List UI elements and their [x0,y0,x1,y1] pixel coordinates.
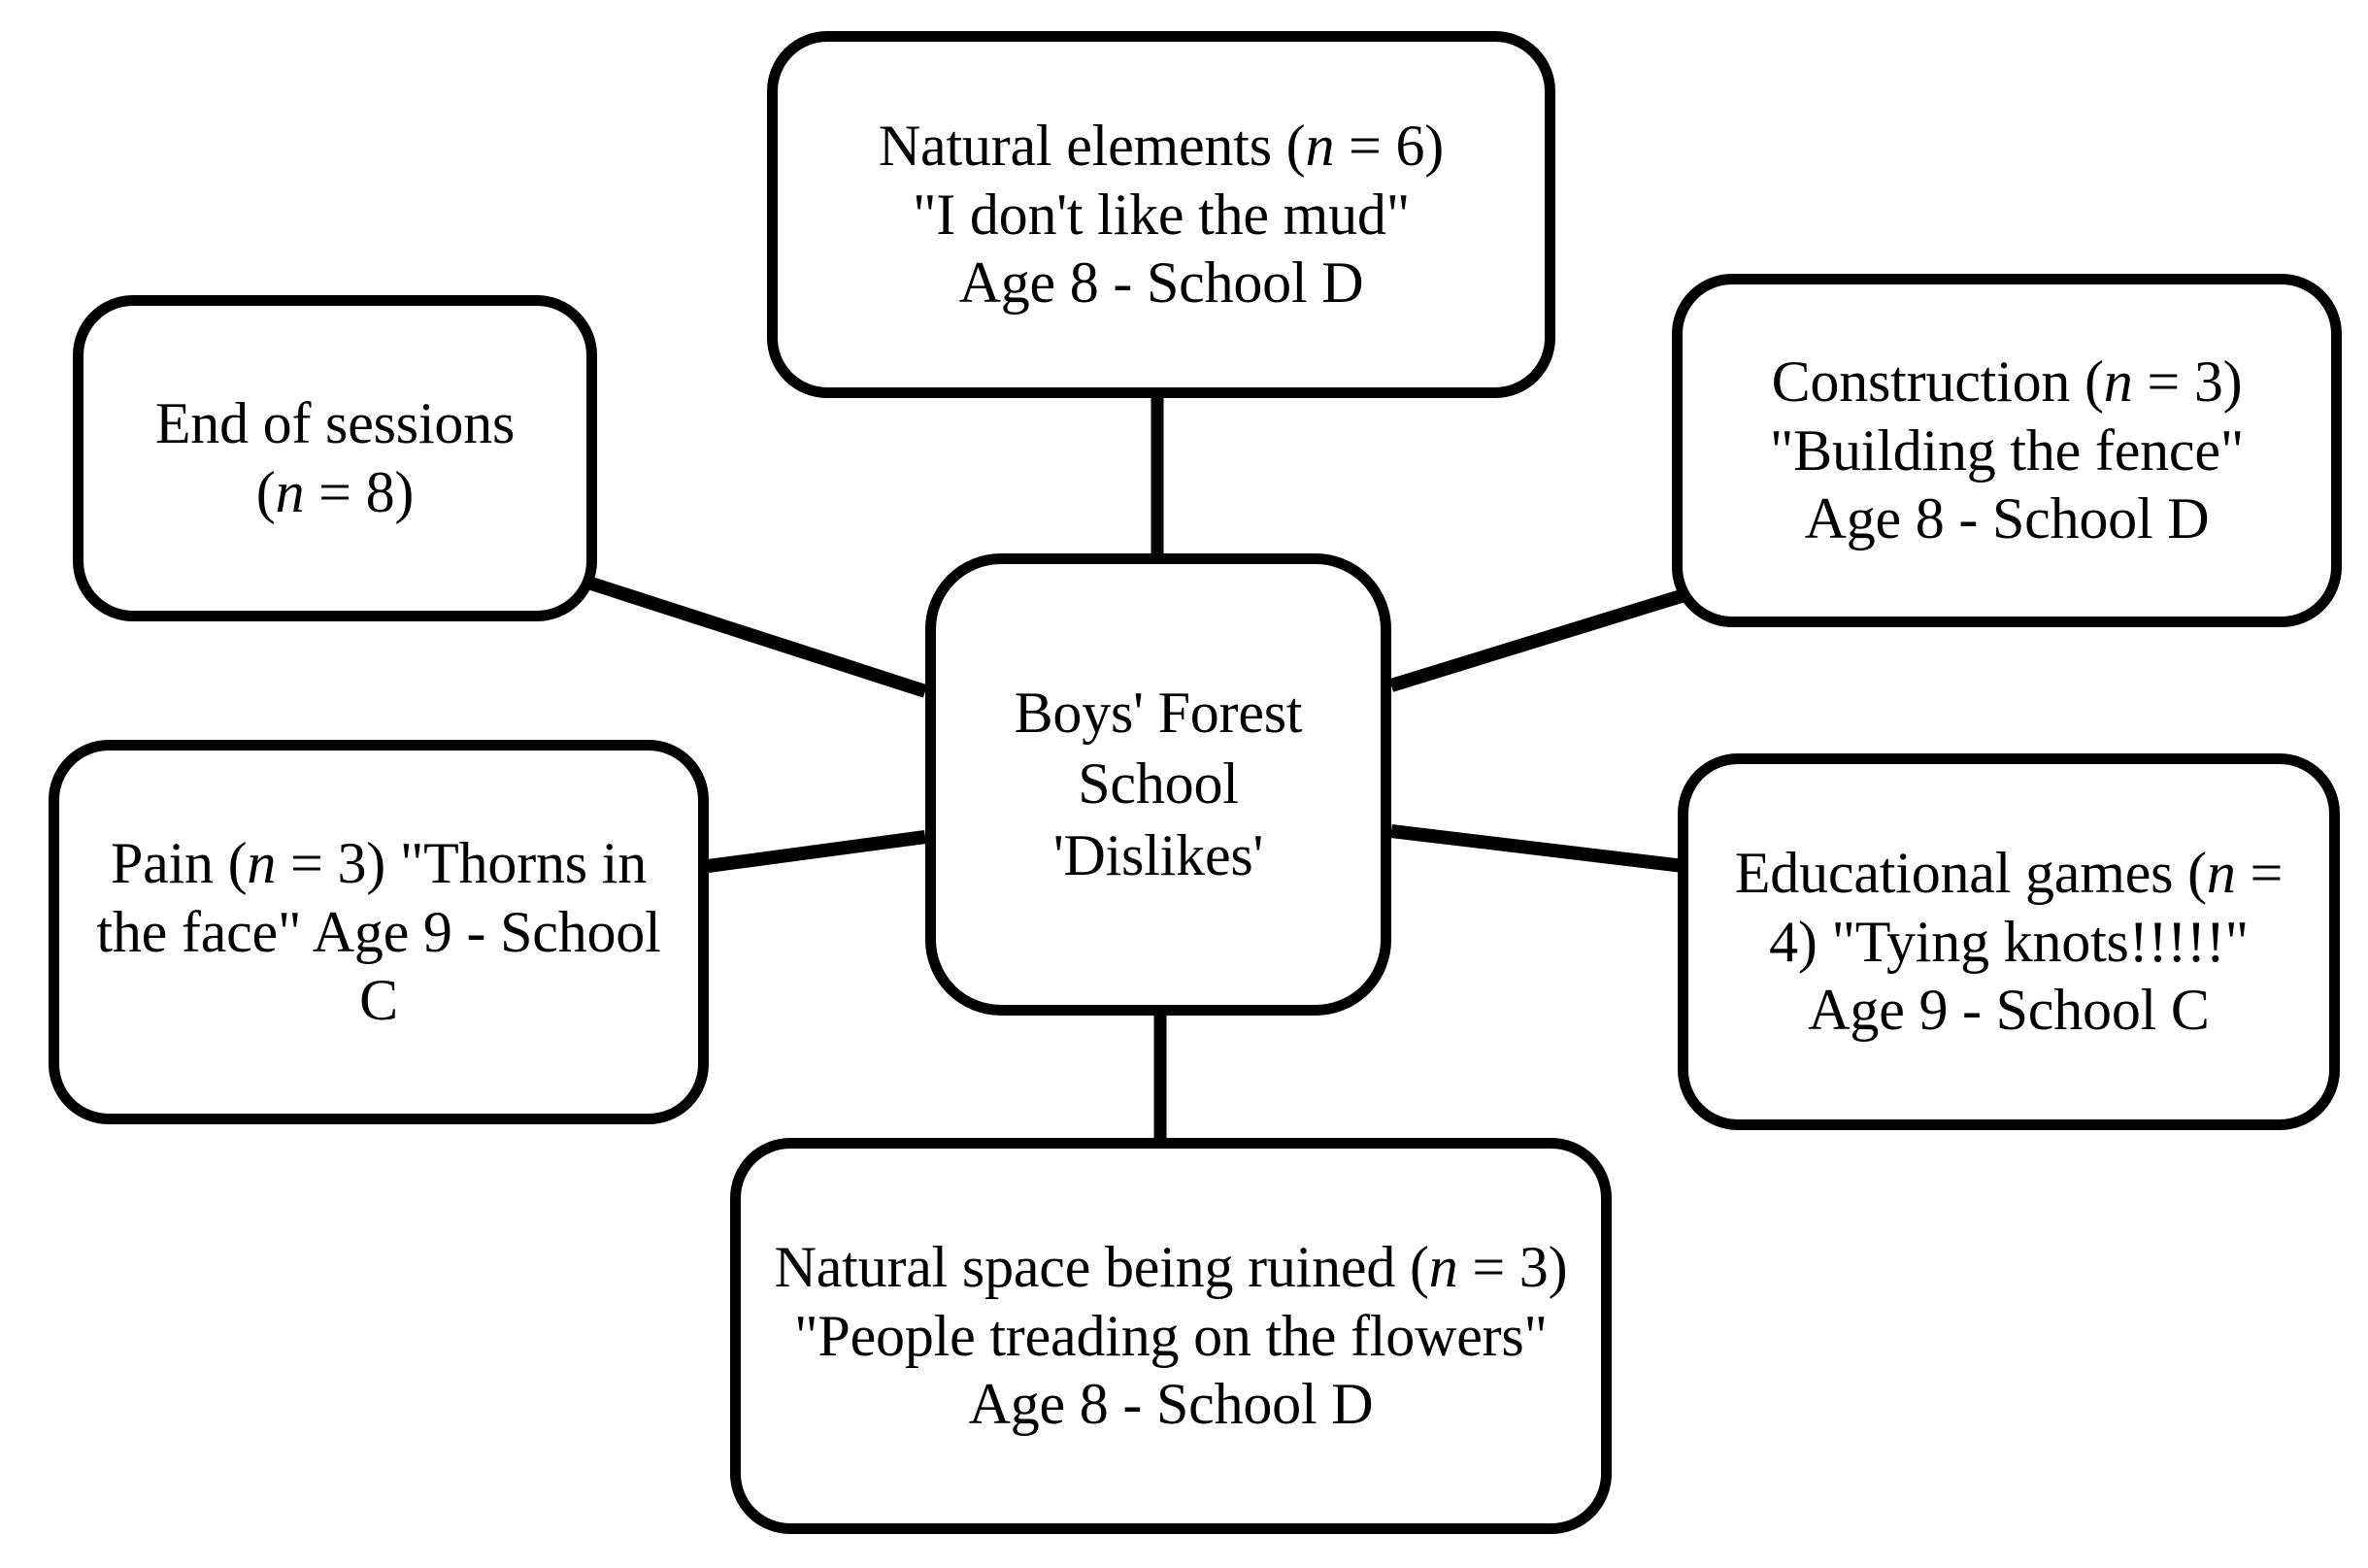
node-natural-space-being-ruined[interactable]: Natural space being ruined (n = 3) "Peop… [730,1138,1612,1534]
node-educational-games-label: Educational games (n = 4) "Tying knots!!… [1734,840,2284,1043]
node-natural-elements-label: Natural elements (n = 6) "I don't like t… [878,113,1445,316]
node-pain[interactable]: Pain (n = 3) "Thorns in the face" Age 9 … [49,740,709,1124]
node-end-of-sessions[interactable]: End of sessions (n = 8) [73,295,597,621]
edge-center-right [1390,824,1684,873]
edge-center-left [700,830,926,874]
node-natural-elements[interactable]: Natural elements (n = 6) "I don't like t… [767,31,1555,398]
node-center-boys-forest-school-dislikes[interactable]: Boys' Forest School 'Dislikes' [925,553,1391,1016]
edge-center-topright [1388,587,1690,692]
node-natural-space-being-ruined-label: Natural space being ruined (n = 3) "Peop… [774,1234,1568,1437]
node-educational-games[interactable]: Educational games (n = 4) "Tying knots!!… [1678,753,2340,1130]
edge-center-topleft [585,576,928,698]
node-pain-label: Pain (n = 3) "Thorns in the face" Age 9 … [96,830,661,1033]
node-construction[interactable]: Construction (n = 3) "Building the fence… [1672,274,2342,627]
node-end-of-sessions-label: End of sessions (n = 8) [154,391,516,524]
node-center-label: Boys' Forest School 'Dislikes' [1014,681,1303,887]
node-construction-label: Construction (n = 3) "Building the fence… [1769,349,2245,551]
